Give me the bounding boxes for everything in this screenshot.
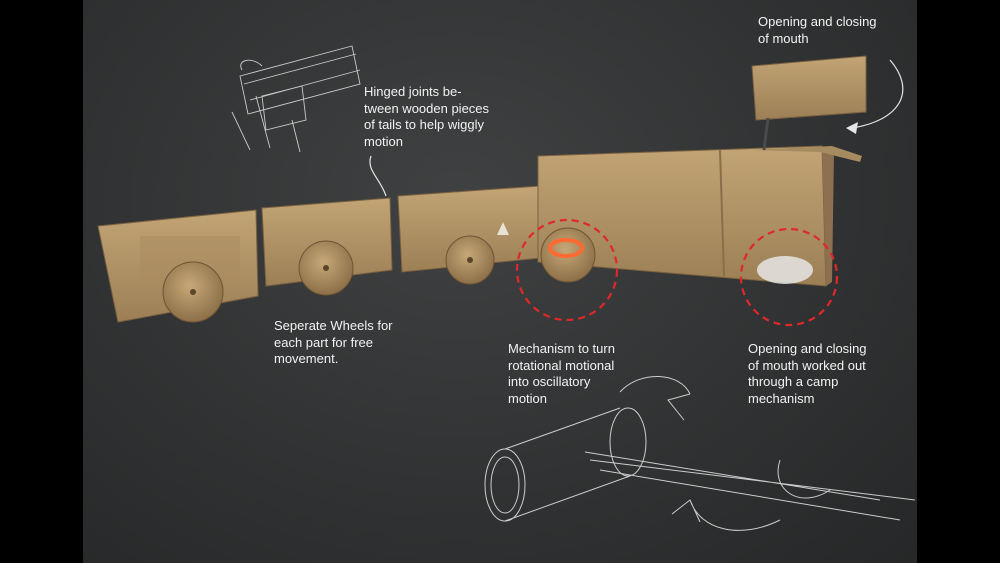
mechanism-sketch	[484, 376, 916, 531]
mouth-cam-highlight-circle	[739, 227, 839, 327]
head-box	[537, 145, 862, 287]
wheel-1	[162, 261, 224, 323]
annotation-hinged-joints: Hinged joints be- tween wooden pieces of…	[364, 84, 490, 149]
annotation-mouth-top: Opening and closing of mouth	[758, 14, 877, 46]
wheel-2	[298, 240, 354, 296]
hinge-sketch	[231, 45, 361, 153]
hinge-leader-line	[369, 155, 387, 197]
wheel-4	[540, 227, 596, 283]
mechanism-highlight-circle	[515, 218, 619, 322]
annotation-separate-wheels: Seperate Wheels for each part for free m…	[274, 318, 393, 366]
wheel-3	[445, 235, 495, 285]
mouth-arrow-head	[846, 122, 858, 134]
letterbox-right	[917, 0, 1000, 563]
mouth-flap	[751, 55, 867, 151]
annotation-mechanism: Mechanism to turn rotational motional in…	[508, 341, 615, 406]
letterbox-left	[0, 0, 83, 563]
mouth-arrow	[851, 59, 904, 129]
annotation-camp-mechanism: Opening and closing of mouth worked out …	[748, 341, 867, 406]
